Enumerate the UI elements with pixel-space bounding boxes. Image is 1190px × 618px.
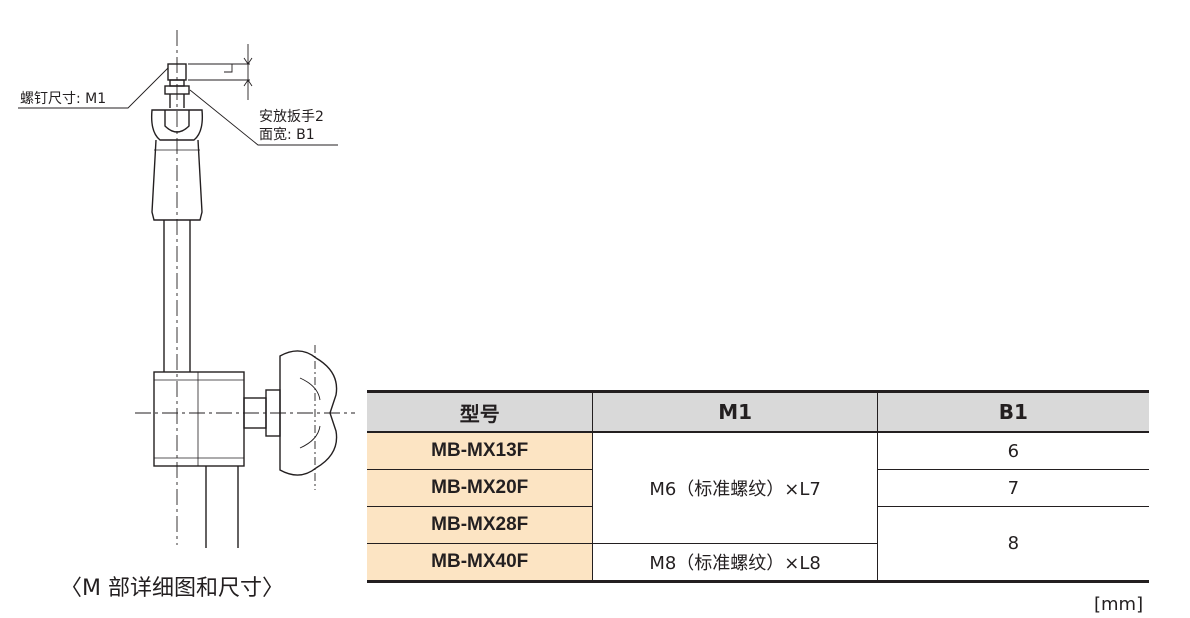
table-row: MB-MX13F M6（标准螺纹）×L7 6: [367, 432, 1149, 544]
model-cell: MB-MX40F: [367, 543, 593, 582]
b1-cell: 7: [876, 469, 1149, 507]
lower-rod: [205, 466, 239, 548]
unit-label: [mm]: [1094, 594, 1144, 615]
screw-shank: [169, 94, 185, 108]
rod: [163, 220, 191, 372]
spec-table: 型号 M1 B1 MB-MX13F M6（标准螺纹）×L7 6 MB-MX20F…: [367, 390, 1149, 583]
table-row: MB-MX28F 8: [367, 506, 1149, 582]
table-row: MB-MX40F M8（标准螺纹）×L8: [367, 543, 1149, 582]
leader-wrench: [189, 89, 338, 146]
wrench-label-line1: 安放扳手2: [259, 109, 324, 125]
model-cell: MB-MX28F: [367, 506, 593, 544]
table-header-row: 型号 M1 B1: [367, 391, 1149, 433]
model-cell: MB-MX13F: [367, 432, 593, 470]
knob: [279, 350, 338, 476]
clamp-block: [153, 371, 245, 467]
leader-screw: [18, 67, 169, 109]
header-model: 型号: [367, 391, 593, 433]
m1-cell: M8（标准螺纹）×L8: [592, 543, 878, 582]
m1-cell: M6（标准螺纹）×L7: [592, 432, 878, 544]
wrench-label-line2: 面宽: B1: [259, 127, 315, 143]
b1-cell: 6: [876, 432, 1149, 470]
technical-drawing: [18, 30, 355, 548]
table-row: MB-MX20F 7: [367, 469, 1149, 507]
drawing-caption: 〈M 部详细图和尺寸〉: [60, 576, 284, 601]
model-cell: MB-MX20F: [367, 469, 593, 507]
b1-cell: 8: [876, 506, 1149, 582]
dim-step: [224, 64, 233, 73]
head-slot: [164, 110, 190, 133]
header-b1: B1: [876, 391, 1149, 433]
holder-body: [151, 139, 203, 221]
wrench-flat: [164, 85, 190, 95]
upper-head: [150, 109, 204, 141]
header-m1: M1: [592, 391, 878, 433]
screw-size-label: 螺钉尺寸: M1: [20, 91, 107, 107]
